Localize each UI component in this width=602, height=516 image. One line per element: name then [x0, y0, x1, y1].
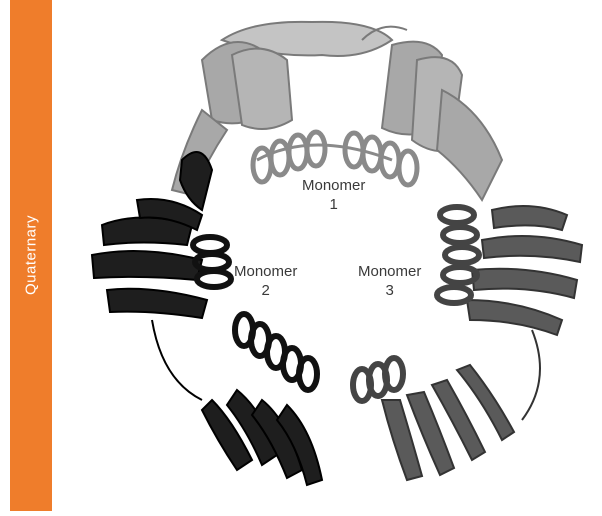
monomer-3-name: Monomer [358, 262, 421, 281]
monomer-1-ribbon [172, 22, 502, 200]
monomer-3-ribbon [353, 206, 582, 480]
monomer-1-name: Monomer [302, 176, 365, 195]
monomer-3-label: Monomer 3 [358, 262, 421, 300]
monomer-2-index: 2 [234, 281, 297, 300]
monomer-2-label: Monomer 2 [234, 262, 297, 300]
protein-structure-figure: Monomer 1 Monomer 2 Monomer 3 [62, 0, 602, 511]
monomer-1-index: 1 [302, 195, 365, 214]
monomer-3-index: 3 [358, 281, 421, 300]
monomer-2-name: Monomer [234, 262, 297, 281]
quaternary-label: Quaternary [23, 215, 40, 295]
monomer-1-label: Monomer 1 [302, 176, 365, 214]
monomer-2-ribbon [92, 152, 322, 485]
trimer-ribbon-diagram [62, 0, 602, 511]
